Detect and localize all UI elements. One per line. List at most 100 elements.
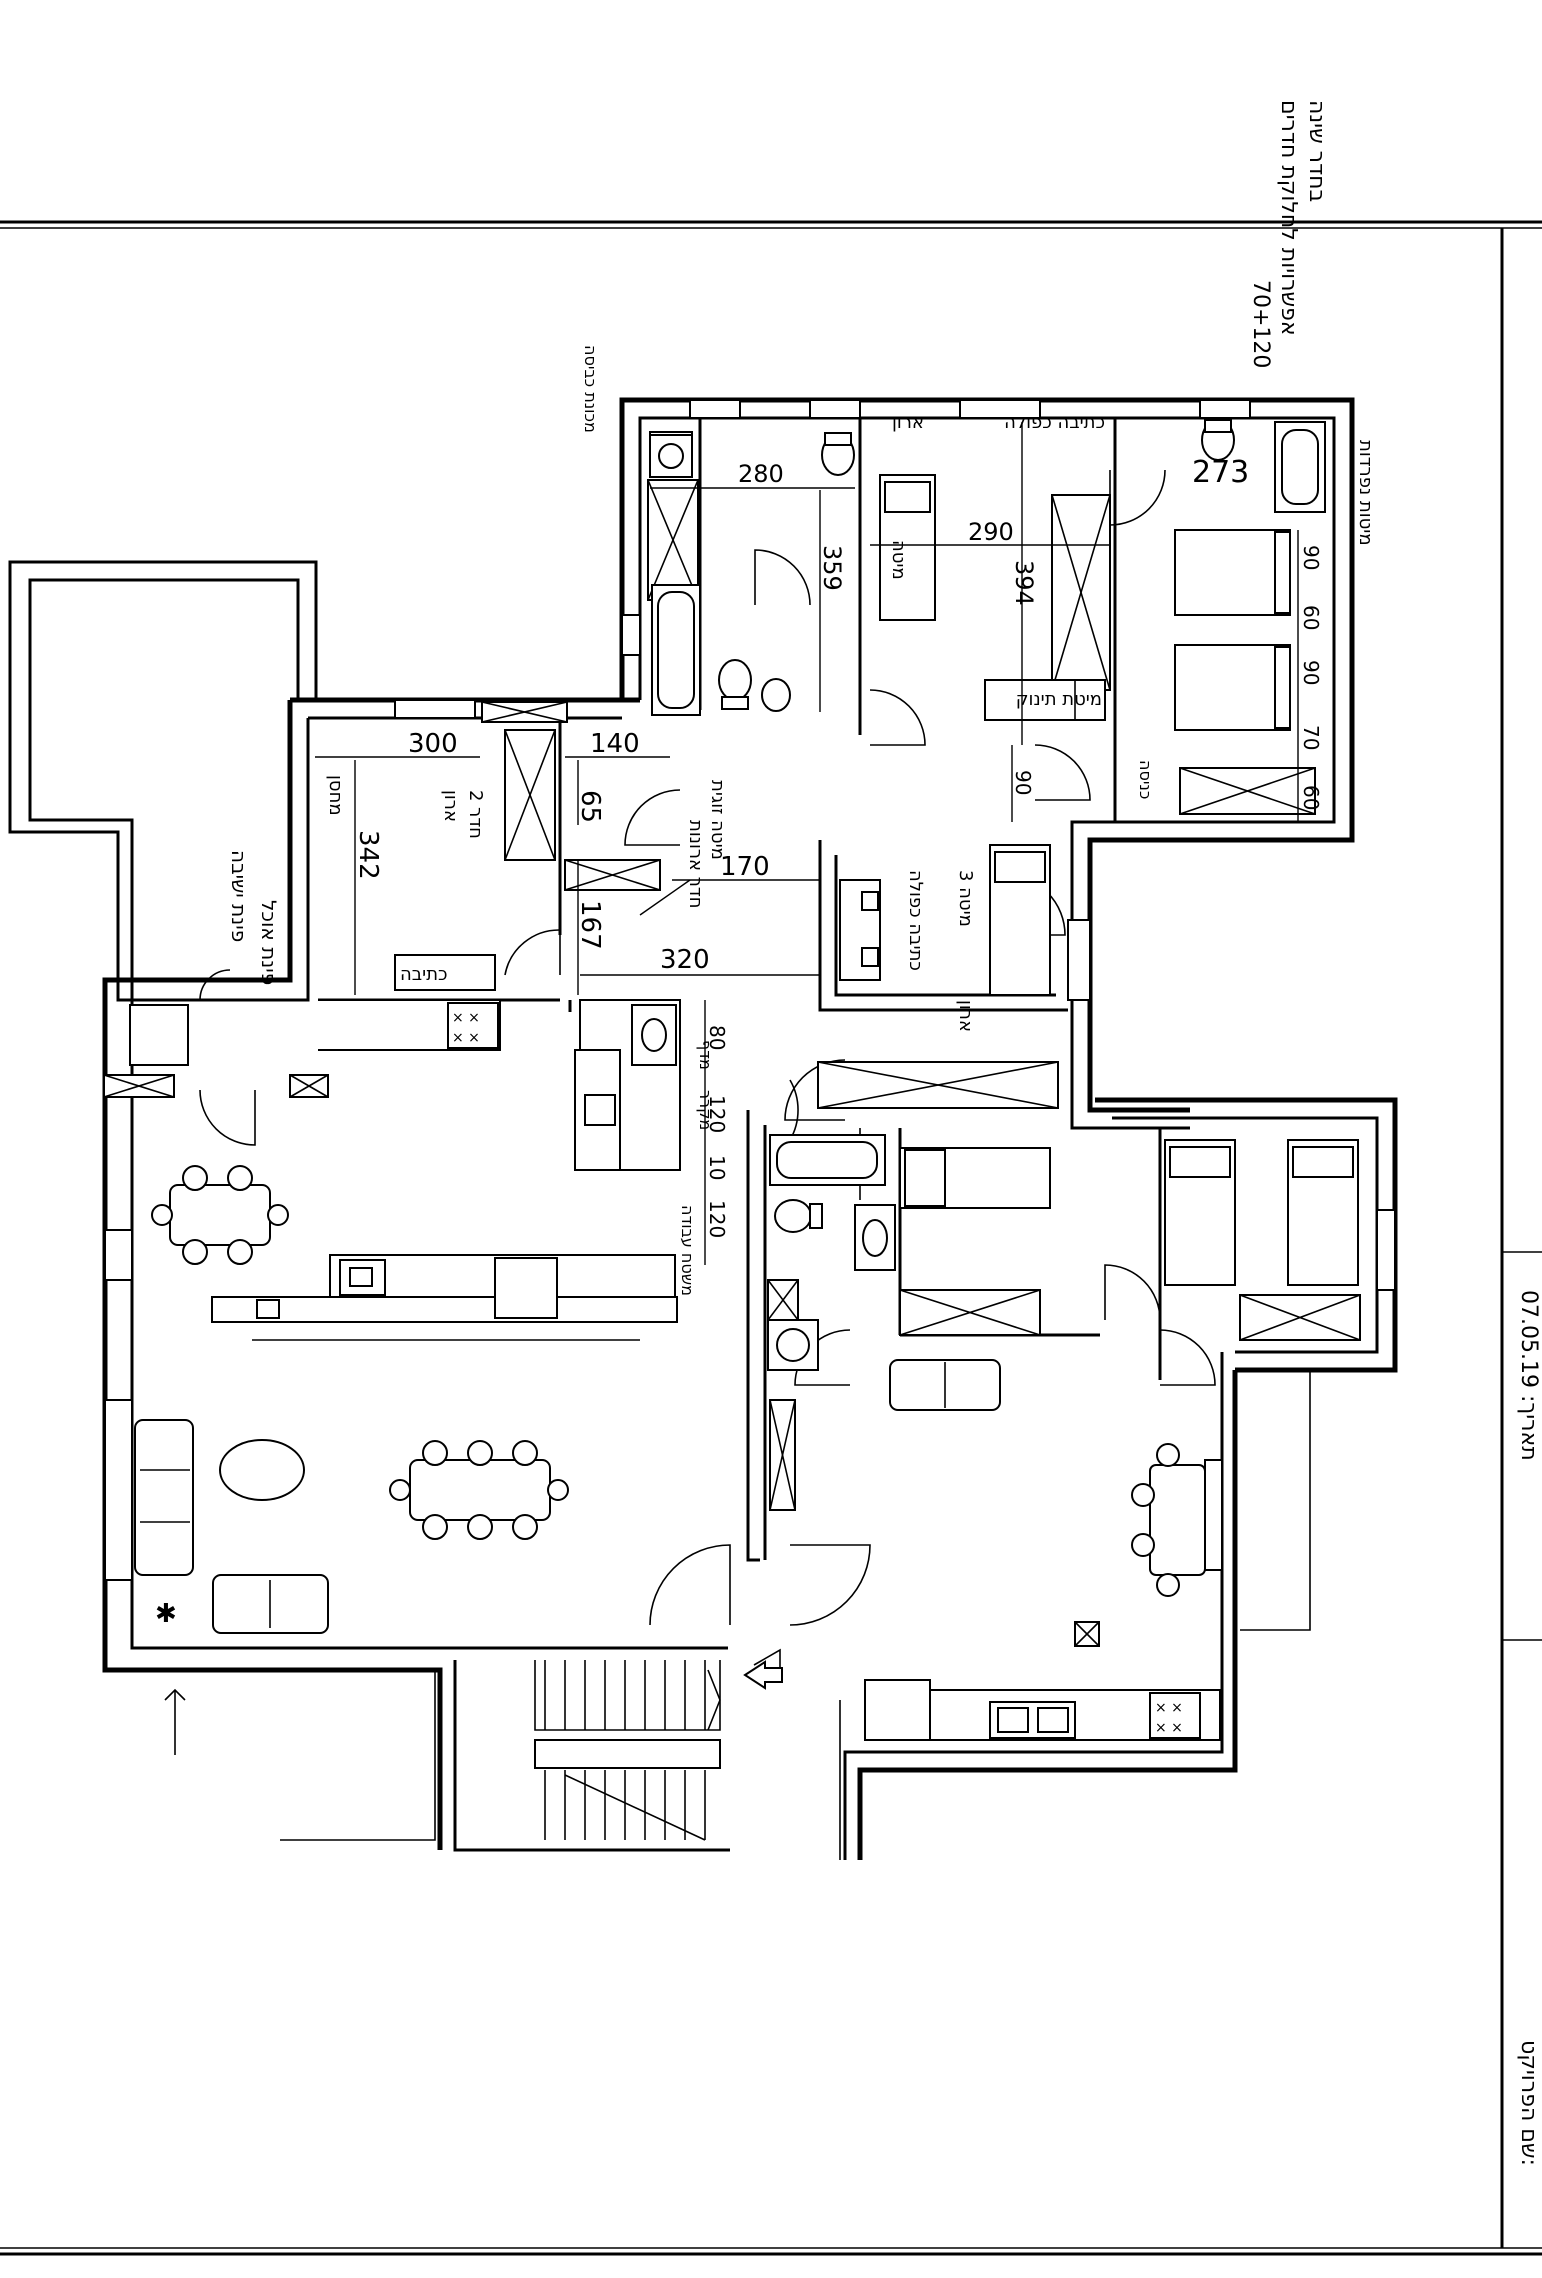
bed-single-top-1 [1174,529,1291,616]
label-sitting: פינת ישיבה [227,850,251,942]
dim-90c: 90 [1011,770,1035,795]
label-bed-study: מיטה [888,540,909,580]
beds [879,474,1359,1286]
label-entrance: כניסה [1136,760,1155,799]
wardrobe-master [1179,767,1316,815]
dim-90a: 90 [1299,545,1323,570]
wardrobe-top-strip [481,701,568,723]
entrance-arrow-icon [743,1660,783,1690]
svg-text:× ×: × × [452,1030,480,1046]
dim-65: 65 [575,790,605,823]
dim-273: 273 [1192,455,1249,490]
label-master-bed: מיטה זוגית [707,780,728,860]
bathtub-top [1274,421,1326,513]
stairs [534,1660,721,1841]
bed-kid-1 [1164,1139,1236,1286]
dim-70: 70 [1299,725,1323,750]
toilet-left [718,659,752,710]
dim-342: 342 [353,830,383,880]
wardrobe-parents-bed [899,1289,1041,1336]
bed-study-top [879,474,936,621]
bed-3 [989,844,1051,996]
date-label: תאריך: 07.05.19 [1516,1290,1541,1461]
dim-280: 280 [738,460,784,488]
label-laundry: מכונת כביסה [581,345,600,433]
island [211,1254,678,1323]
washing-machine-top [649,434,693,478]
label-desk-3: כתיבה כפולה [905,870,926,971]
kitchenette: × × × × [864,1621,1221,1741]
dim-320: 320 [660,945,710,975]
bath-fixtures [649,419,1326,1371]
bed-kid-2 [1287,1139,1359,1286]
dim-60a: 60 [1299,605,1323,630]
kitchen: × × × × [211,999,681,1341]
label-wardrobe-3: ארון [955,1000,976,1032]
bed-double-master [899,1147,1051,1209]
baby-crib [984,679,1106,721]
svg-text:× ×: × × [1155,1720,1183,1736]
title-block: תאריך: 07.05.19 שם הפרויקט: [1516,1290,1541,2166]
wardrobe-bedroom2 [504,729,556,861]
header-note-2: אפשרויות לחלוקת חדרים [1276,100,1301,336]
wardrobe-dressing-room [1051,494,1111,691]
svg-text:× ×: × × [452,1010,480,1026]
label-desk: כתיבה [400,964,448,985]
project-label: שם הפרויקט: [1516,2040,1541,2166]
label-dining: פינת אוכל [257,900,281,985]
toilet-mid [774,1199,823,1233]
label-dressing: חדר ארונות [685,820,706,909]
dim-10: 10 [705,1155,729,1180]
desks [129,879,881,1066]
dimension-lines [315,422,1299,1265]
label-beds-note: מיטות נפרדות [1355,440,1376,546]
toilet-top-left [821,432,855,476]
toilet-left-2 [761,678,791,712]
label-storage: מחסן [325,775,346,816]
room-labels: כתיבה כפולה ארון מיטת תינוק מיטה מיטה 3 … [227,345,1376,1296]
label-baby-crib: מיטת תינוק [1016,689,1102,710]
toilet-master [1201,419,1235,461]
washing-machine [767,1319,819,1371]
label-bedroom2: חדר 2 [465,790,486,839]
dim-167: 167 [575,900,605,950]
label-bed3: מיטה 3 [955,870,976,927]
svg-text:× ×: × × [1155,1700,1183,1716]
wardrobe-corridor [564,859,661,891]
dim-140: 140 [590,729,640,759]
header-note-3: 70+120 [1248,280,1273,368]
cooktop: × × × × [447,1002,499,1049]
dim-394: 394 [1010,560,1038,606]
header-notes: בחדר שינה אפשרויות לחלוקת חדרים 70+120 [1248,100,1329,368]
sink-mid [854,1204,896,1271]
svg-text:✱: ✱ [155,1599,177,1629]
label-wardrobe-master: ארון [892,412,924,433]
entrance-closet [103,1074,329,1098]
wardrobes [103,479,1361,1511]
wardrobe-kids [1239,1294,1361,1341]
label-kitchen-work: משטח עבודה [678,1205,697,1296]
label-bedroom2-wardrobe: ארון [440,790,461,822]
wardrobe-bedroom3 [817,1061,1059,1109]
dim-170: 170 [720,852,770,882]
windows [104,399,1396,1581]
dim-60b: 60 [1299,785,1323,810]
dim-290: 290 [968,518,1014,546]
storage-box [769,1399,796,1511]
header-note-1: בחדר שינה [1304,100,1329,202]
dim-80: 80 [705,1025,729,1050]
site-lines [164,1369,1311,1860]
wardrobe-bath [647,479,699,601]
bathtub-left [651,584,701,716]
bed-single-top-2 [1174,644,1291,731]
dim-120a: 120 [705,1095,729,1133]
sheet-frame [0,220,1542,2256]
living: ✱ [134,1359,1001,1634]
dim-359: 359 [818,545,846,591]
dim-90b: 90 [1299,660,1323,685]
dining [151,1165,1206,1597]
dimension-numbers: 280 359 290 394 273 300 140 65 342 170 1… [353,455,1323,1238]
exterior-walls [102,397,1398,1860]
bathtub-mid [769,1134,886,1186]
